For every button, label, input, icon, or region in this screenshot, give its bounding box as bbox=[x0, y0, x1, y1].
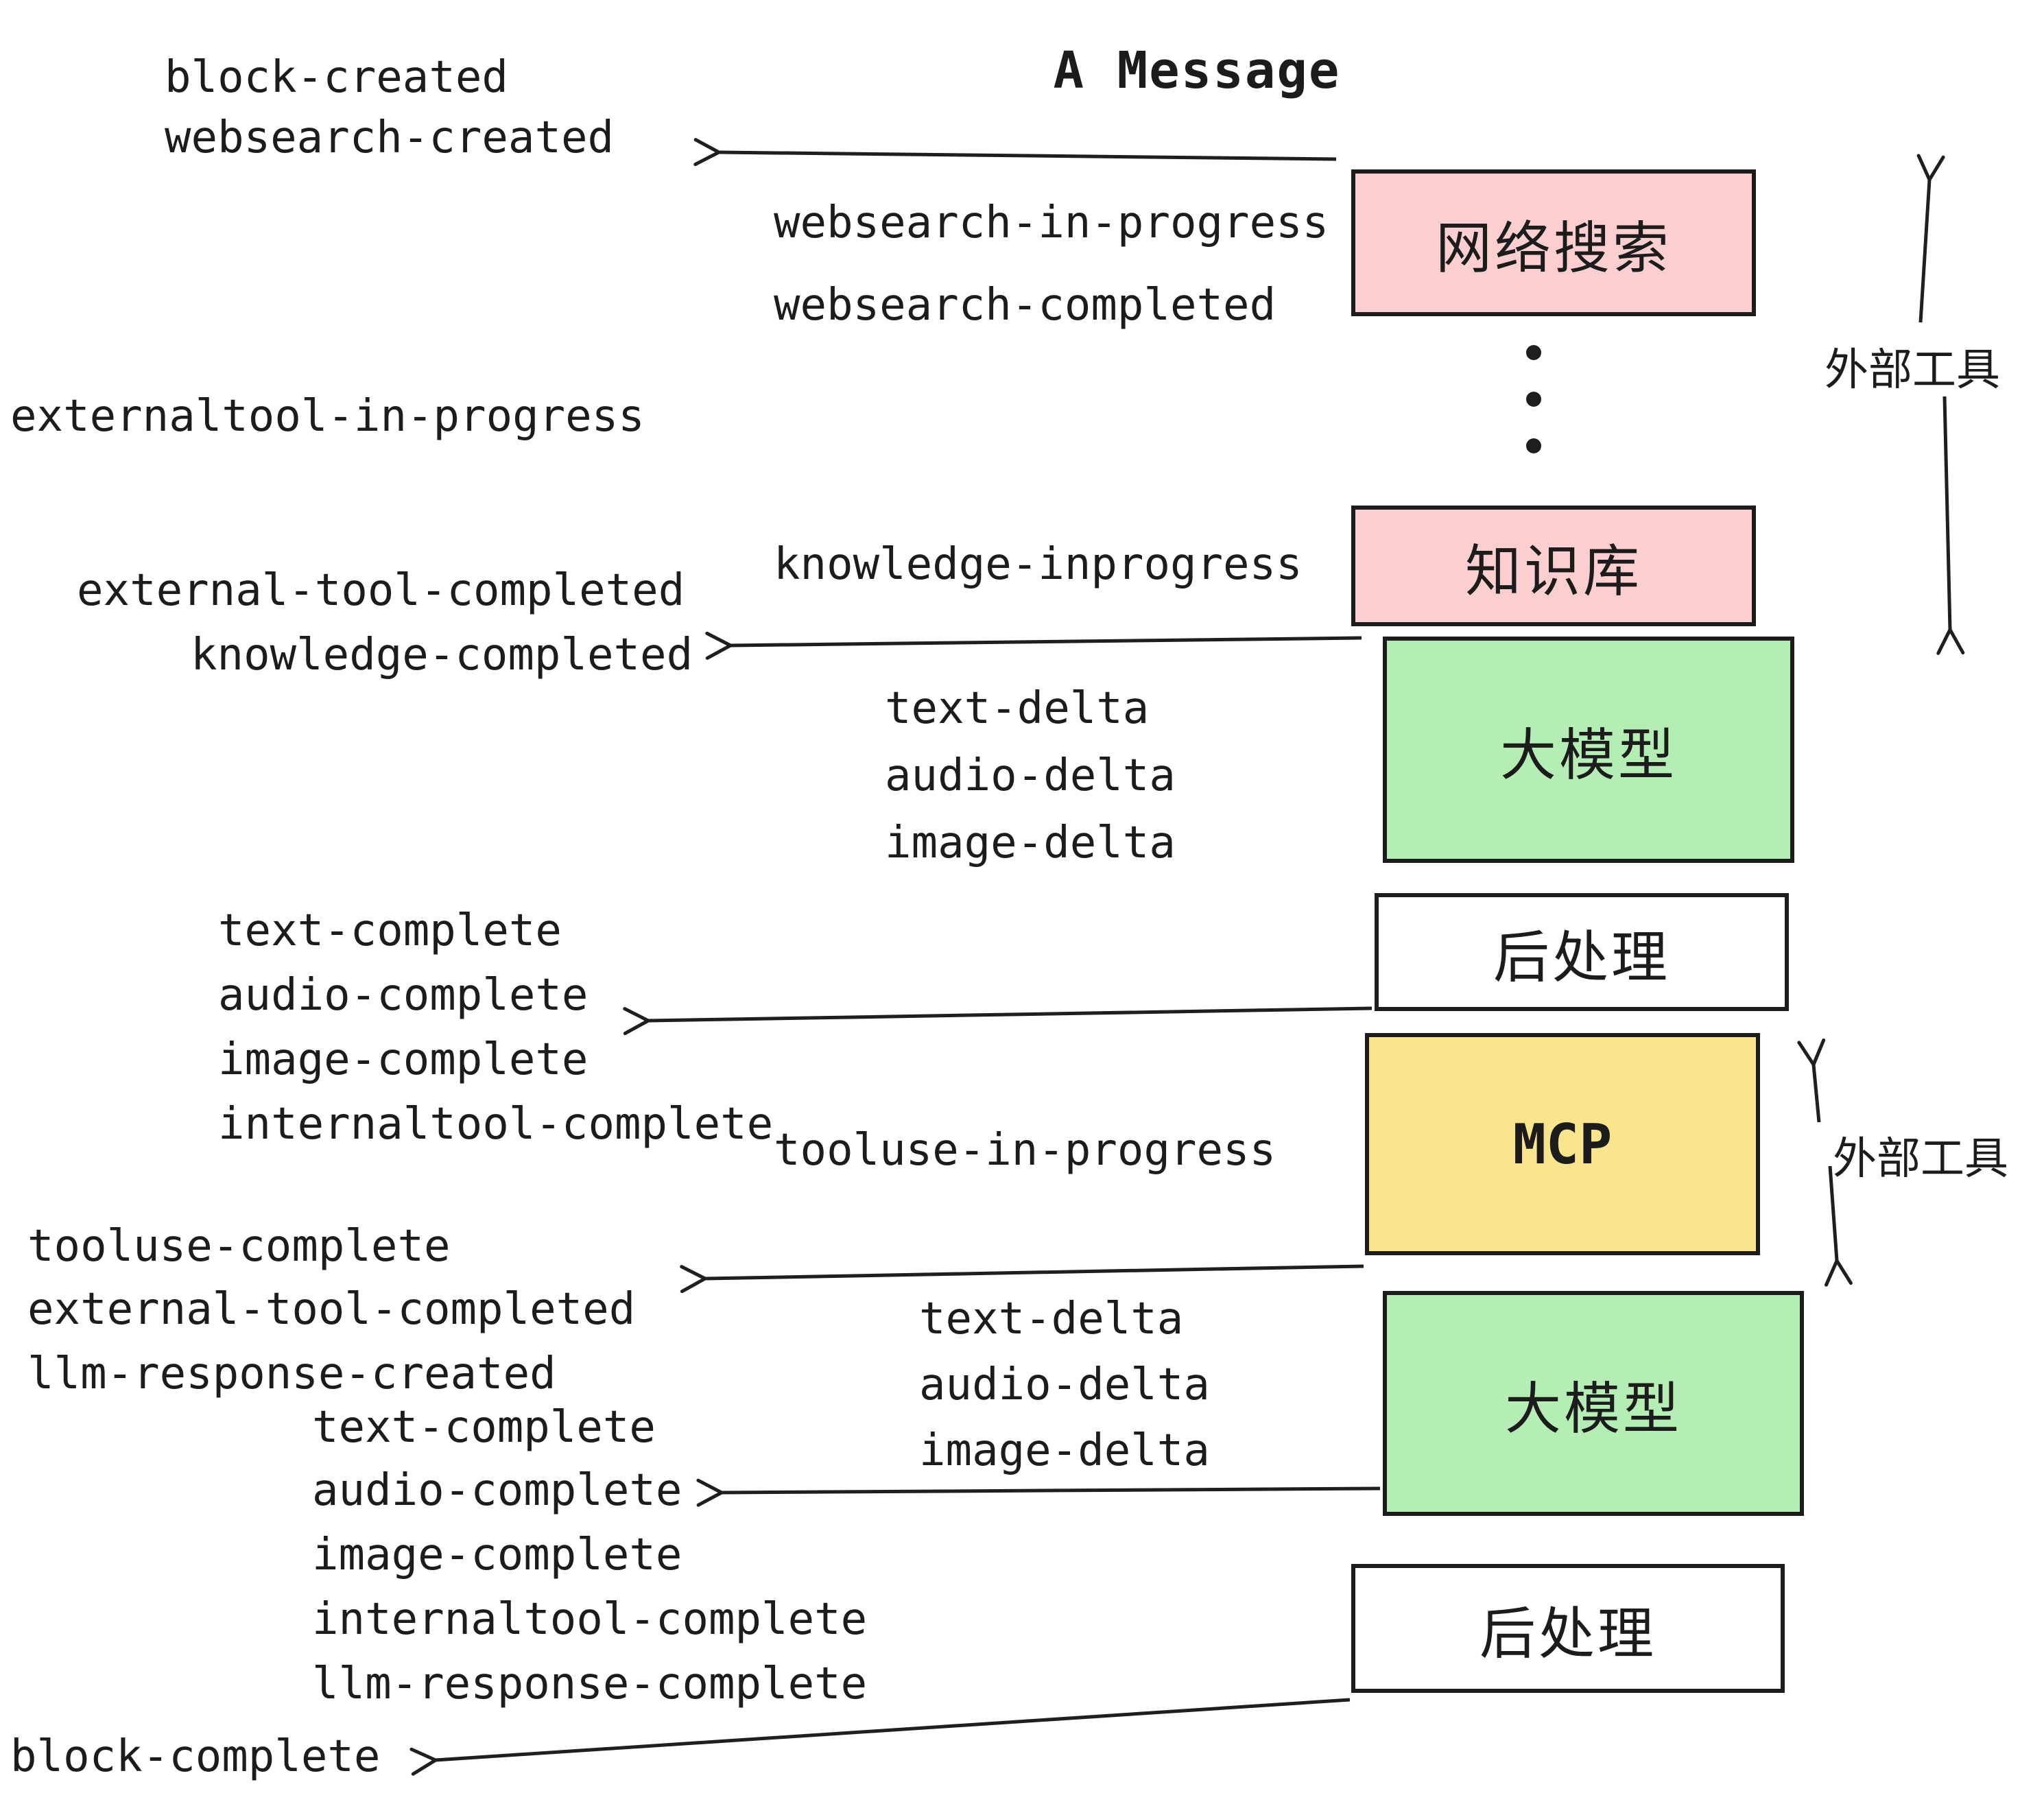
box-postprocess-2: 后处理 bbox=[1351, 1564, 1785, 1693]
event-label-websearch-completed: websearch-completed bbox=[774, 280, 1276, 331]
event-label-text-delta-1: text-delta bbox=[885, 683, 1150, 734]
event-label-tooluse-complete: tooluse-complete bbox=[27, 1221, 451, 1272]
event-label-text-complete-1: text-complete bbox=[218, 905, 562, 956]
box-llm-1-label: 大模型 bbox=[1499, 722, 1677, 788]
box-websearch: 网络搜索 bbox=[1351, 169, 1756, 316]
arrow-llm2-to-audio-complete bbox=[696, 1478, 1381, 1507]
ellipsis-dot-1 bbox=[1526, 345, 1541, 360]
box-websearch-label: 网络搜索 bbox=[1435, 215, 1672, 281]
event-label-externaltool-in-progress: externaltool-in-progress bbox=[10, 391, 645, 442]
box-postprocess-1-label: 后处理 bbox=[1493, 925, 1670, 990]
arrow-llm-to-knowledge-completed bbox=[705, 631, 1362, 660]
box-knowledge: 知识库 bbox=[1351, 506, 1756, 626]
event-label-knowledge-inprogress: knowledge-inprogress bbox=[774, 539, 1303, 590]
event-label-websearch-created: websearch-created bbox=[165, 112, 615, 163]
box-llm-1: 大模型 bbox=[1383, 637, 1794, 863]
box-postprocess-1: 后处理 bbox=[1375, 893, 1789, 1011]
box-mcp: MCP bbox=[1365, 1033, 1760, 1255]
event-label-audio-complete-1: audio-complete bbox=[218, 970, 589, 1021]
event-label-audio-complete-2: audio-complete bbox=[312, 1465, 682, 1516]
box-llm-2: 大模型 bbox=[1383, 1291, 1804, 1516]
box-knowledge-label: 知识库 bbox=[1464, 538, 1642, 604]
arrow-websearch-to-created bbox=[693, 138, 1337, 167]
event-label-image-delta-1: image-delta bbox=[885, 818, 1176, 868]
event-label-image-delta-2: image-delta bbox=[919, 1425, 1210, 1476]
box-llm-2-label: 大模型 bbox=[1504, 1376, 1682, 1442]
event-label-tooluse-in-progress: tooluse-in-progress bbox=[774, 1125, 1276, 1176]
event-label-internaltool-complete-2: internaltool-complete bbox=[312, 1594, 868, 1645]
event-label-block-created: block-created bbox=[165, 52, 508, 103]
event-label-block-complete: block-complete bbox=[10, 1731, 381, 1782]
box-mcp-label: MCP bbox=[1512, 1112, 1613, 1176]
external-tools-label-mid: 外部工具 bbox=[1833, 1134, 2008, 1185]
event-label-image-complete-2: image-complete bbox=[312, 1530, 682, 1580]
event-label-knowledge-completed: knowledge-completed bbox=[191, 630, 693, 680]
event-label-internaltool-complete-1: internaltool-complete bbox=[218, 1099, 774, 1150]
event-label-llm-response-created: llm-response-created bbox=[27, 1349, 556, 1399]
box-postprocess-2-label: 后处理 bbox=[1479, 1601, 1656, 1667]
arrow-mcp-to-tooluse-complete bbox=[680, 1264, 1364, 1294]
ellipsis-dot-2 bbox=[1526, 392, 1541, 407]
event-label-llm-response-complete: llm-response-complete bbox=[312, 1659, 868, 1709]
ellipsis-dot-3 bbox=[1526, 438, 1541, 453]
event-label-external-tool-completed-2: external-tool-completed bbox=[27, 1284, 636, 1335]
external-tools-label-top: 外部工具 bbox=[1825, 345, 2000, 396]
event-label-text-complete-2: text-complete bbox=[312, 1402, 656, 1453]
arrow-postprocess-to-complete-list bbox=[623, 1006, 1372, 1036]
arrow-external-tools-down-1 bbox=[1936, 396, 1965, 655]
event-label-image-complete-1: image-complete bbox=[218, 1034, 589, 1085]
event-label-external-tool-completed: external-tool-completed bbox=[77, 565, 685, 616]
arrow-external-tools-up-1 bbox=[1916, 154, 1945, 323]
arrow-external-tools-up-2 bbox=[1797, 1038, 1826, 1123]
event-label-websearch-in-progress: websearch-in-progress bbox=[774, 198, 1329, 248]
event-label-audio-delta-2: audio-delta bbox=[919, 1360, 1210, 1410]
diagram-title: A Message bbox=[1053, 41, 1341, 100]
event-label-audio-delta-1: audio-delta bbox=[885, 750, 1176, 801]
event-label-text-delta-2: text-delta bbox=[919, 1294, 1184, 1344]
